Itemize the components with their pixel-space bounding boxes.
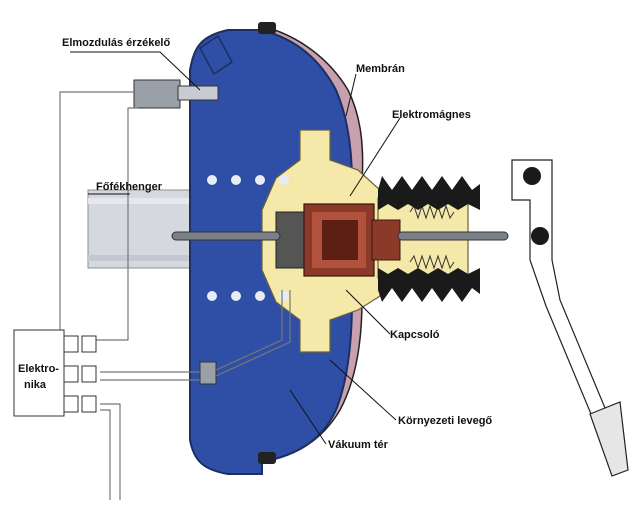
pedal-icon — [511, 159, 629, 477]
master-cylinder — [87, 189, 199, 269]
electromagnet-core — [275, 203, 401, 277]
label-membrane: Membrán — [356, 63, 405, 75]
label-electronics-2: nika — [24, 379, 47, 391]
leader-lines — [70, 51, 401, 445]
valve-springs — [409, 204, 455, 270]
diaphragm-holes — [207, 175, 289, 301]
label-displacement-sensor: Elmozdulás érzékelő — [62, 37, 170, 49]
label-ambient-air: Környezeti levegő — [398, 415, 492, 427]
connector-icon — [199, 361, 217, 385]
bellows — [378, 176, 480, 302]
label-switch: Kapcsoló — [390, 329, 440, 341]
electronics-box — [13, 329, 97, 417]
label-electromagnet: Elektromágnes — [392, 109, 471, 121]
label-vacuum-space: Vákuum tér — [328, 439, 389, 451]
label-electronics-1: Elektro- — [18, 363, 59, 375]
label-master-cylinder: Főfékhenger — [96, 181, 163, 193]
push-rods — [171, 231, 509, 241]
sensor-icon — [133, 79, 219, 109]
